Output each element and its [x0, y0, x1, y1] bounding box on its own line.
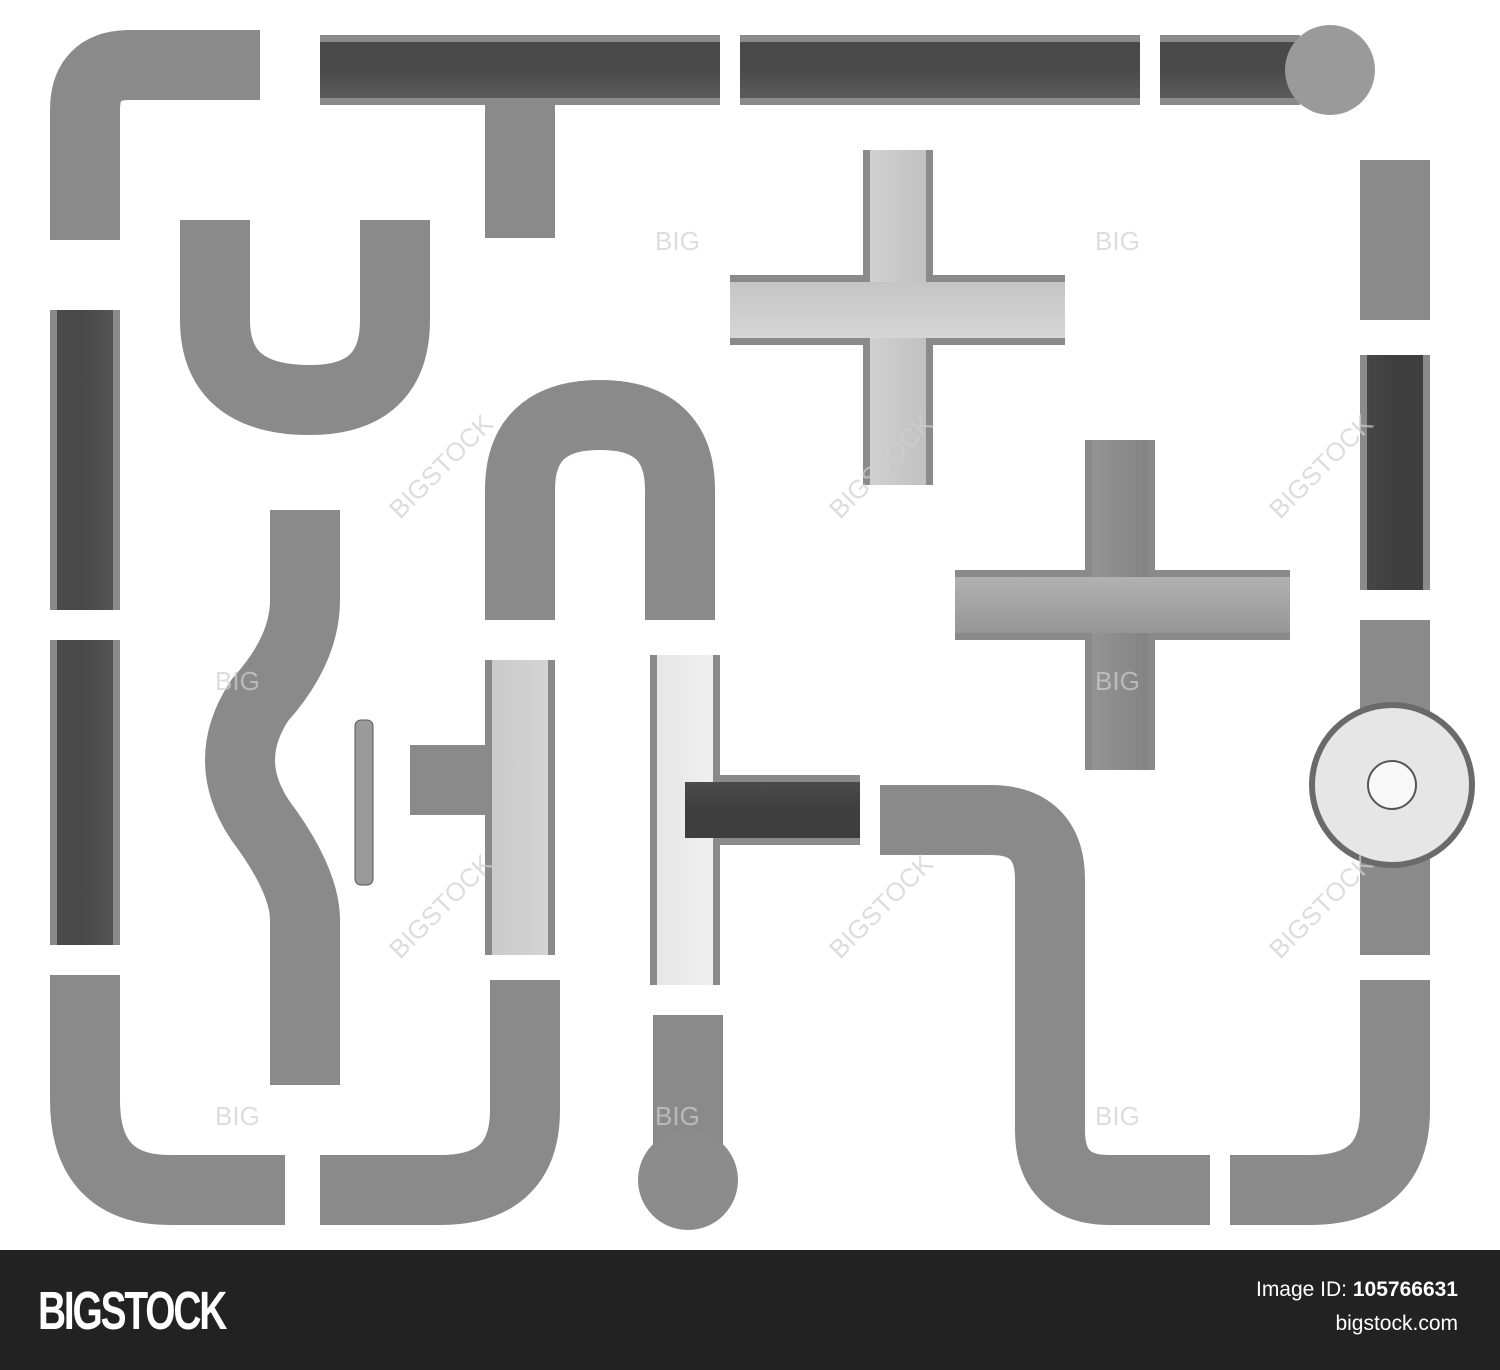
image-id: Image ID: 105766631 [1256, 1278, 1458, 1302]
svg-text:BIGSTOCK: BIGSTOCK [383, 848, 499, 964]
svg-text:BIGSTOCK: BIGSTOCK [823, 848, 939, 964]
image-id-value: 105766631 [1352, 1278, 1458, 1301]
svg-text:BIGSTOCK: BIGSTOCK [383, 408, 499, 524]
brand-logo: BIGSTOCK [38, 1281, 227, 1341]
site-link[interactable]: bigstock.com [1335, 1312, 1458, 1335]
pipe-fittings-illustration: BIG BIG BIG BIG BIG BIG BIG BIGSTOCK BIG… [49, 25, 1475, 1230]
svg-text:BIG: BIG [215, 1101, 260, 1131]
svg-text:BIG: BIG [655, 1101, 700, 1131]
svg-text:BIG: BIG [655, 226, 700, 256]
footer-bar: BIGSTOCK Image ID: 105766631 bigstock.co… [0, 1250, 1500, 1370]
svg-text:BIG: BIG [1095, 1101, 1140, 1131]
svg-text:BIG: BIG [215, 666, 260, 696]
image-id-label: Image ID: [1255, 1278, 1348, 1301]
svg-text:BIG: BIG [1095, 226, 1140, 256]
svg-text:BIG: BIG [1095, 666, 1140, 696]
